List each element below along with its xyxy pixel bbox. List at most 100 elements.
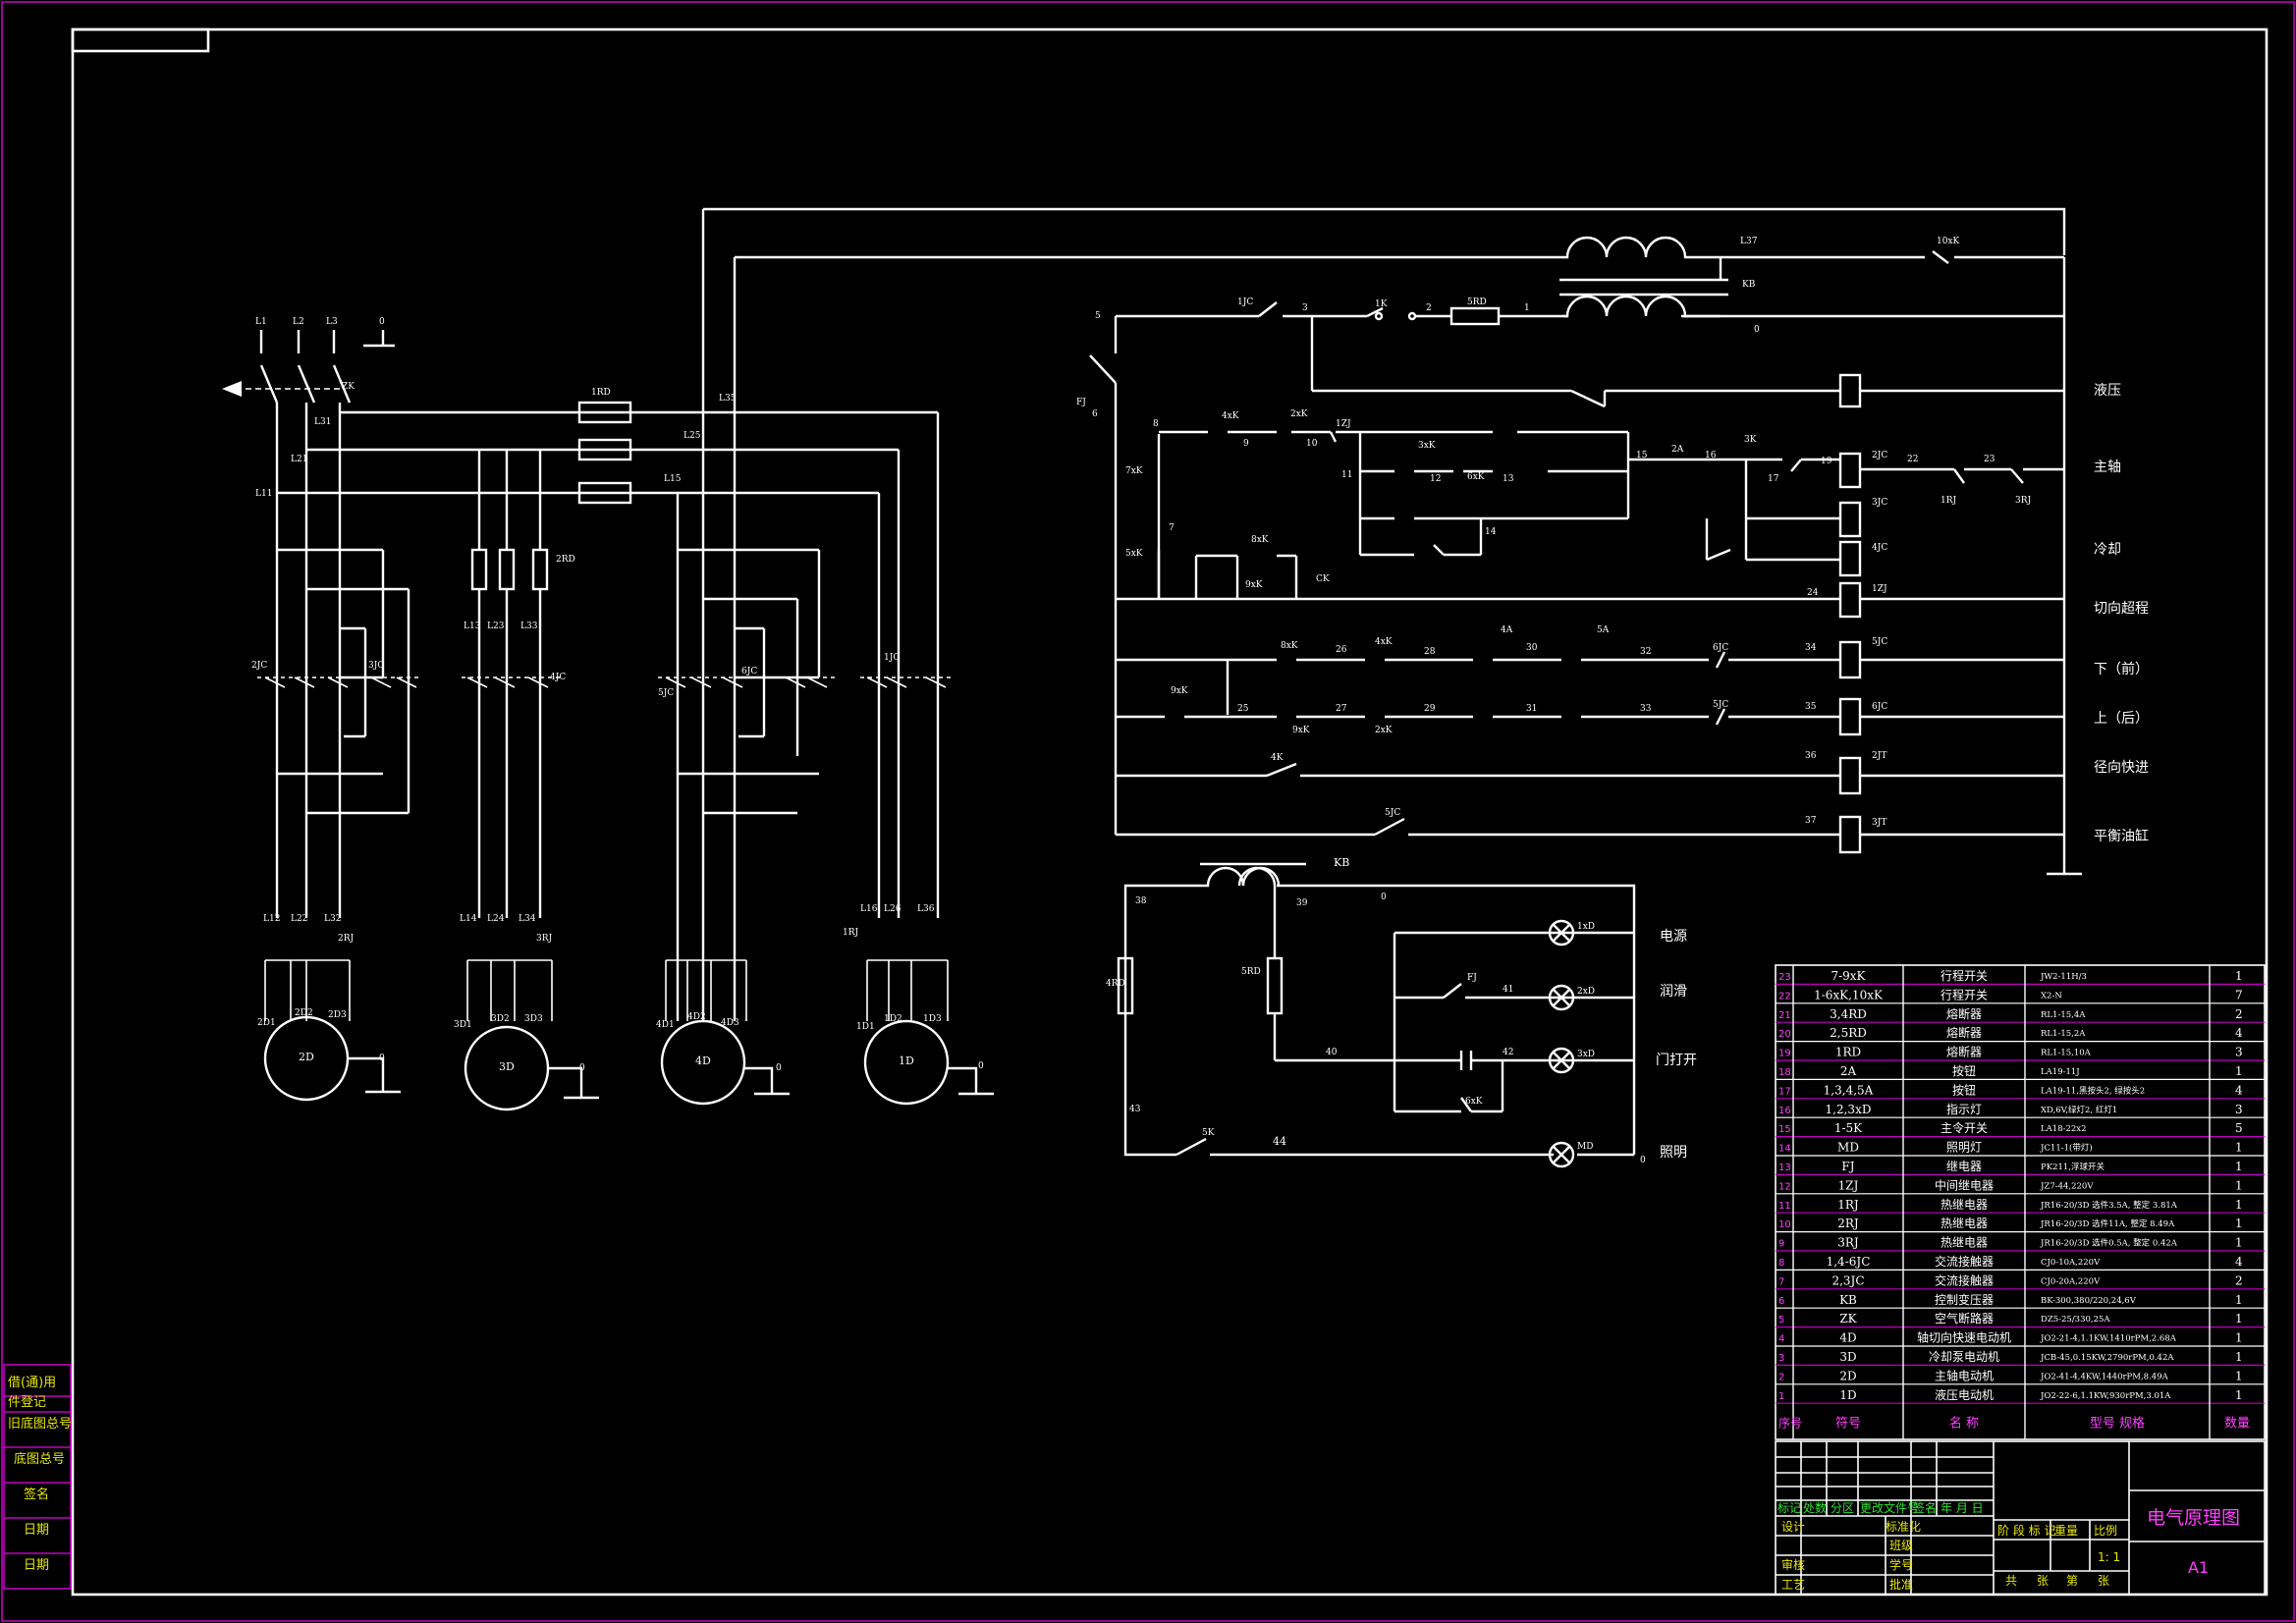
bom-row-model: JR16-20/3D 选件0.5A, 整定 0.42A bbox=[2040, 1238, 2178, 1249]
tb-count: 处数 bbox=[1803, 1500, 1827, 1515]
node-3rj: 3RJ bbox=[2015, 496, 2032, 506]
node-31: 31 bbox=[1526, 704, 1537, 714]
bom-row-name: 空气断路器 bbox=[1935, 1311, 1994, 1325]
bom-row-qty: 4 bbox=[2235, 1026, 2243, 1040]
bom-row-name: 照明灯 bbox=[1946, 1141, 1982, 1155]
ctrl-10xk: 10xK bbox=[1937, 237, 1960, 246]
bom-row-model: RL1-15,2A bbox=[2041, 1029, 2086, 1039]
feed-l22: L22 bbox=[291, 914, 307, 924]
node-2xk: 2xK bbox=[1290, 409, 1308, 419]
contactor-5jc: 5JC bbox=[658, 688, 674, 698]
bus-l31: L31 bbox=[314, 417, 331, 427]
node-36: 36 bbox=[1805, 751, 1817, 761]
side-stamp: 借(通)用 件登记 旧底图总号 底图总号 签名 日期 日期 bbox=[3, 1364, 72, 1590]
feed-l14: L14 bbox=[460, 914, 477, 924]
node-11: 11 bbox=[1341, 470, 1352, 480]
bom-row-no: 7 bbox=[1778, 1276, 1784, 1287]
stamp-date-1: 日期 bbox=[24, 1523, 49, 1538]
ctrl-1jc: 1JC bbox=[1237, 298, 1253, 307]
bom-row-model: JCB-45,0.15KW,2790rPM,0.42A bbox=[2040, 1353, 2174, 1363]
bom-row-symbol: ZK bbox=[1839, 1312, 1857, 1325]
node-7: 7 bbox=[1169, 523, 1175, 533]
bom-row-qty: 4 bbox=[2235, 1083, 2243, 1097]
light-illumination: 照明 bbox=[1660, 1145, 1687, 1161]
bom-row-qty: 1 bbox=[2235, 1293, 2243, 1307]
rung-coolant: 冷却 bbox=[2094, 542, 2121, 558]
bom-row-name: 交流接触器 bbox=[1935, 1272, 1994, 1287]
node-19: 19 bbox=[1821, 457, 1832, 466]
label-3jc: 3JC bbox=[1872, 498, 1887, 508]
stamp-master: 底图总号 bbox=[14, 1451, 65, 1467]
bom-row-model: JC11-1(带灯) bbox=[2040, 1143, 2093, 1154]
bom-row-symbol: 1ZJ bbox=[1838, 1178, 1859, 1192]
ctrl-n2: 2 bbox=[1426, 303, 1432, 313]
bom-row-no: 12 bbox=[1778, 1181, 1791, 1192]
rung-overtravel: 切向超程 bbox=[2094, 601, 2149, 617]
stamp-date-2: 日期 bbox=[24, 1558, 49, 1573]
bom-row-no: 22 bbox=[1778, 991, 1791, 1001]
bom-row-symbol: 2D bbox=[1839, 1369, 1856, 1382]
bom-row-symbol: 1,3,4,5A bbox=[1824, 1083, 1874, 1097]
bom-row-no: 13 bbox=[1778, 1163, 1791, 1173]
contactor-3jc: 3JC bbox=[368, 661, 384, 671]
corner-stamp-box bbox=[71, 27, 210, 53]
bom-header-name: 名 称 bbox=[1949, 1416, 1979, 1432]
tb-design: 设计 bbox=[1781, 1520, 1805, 1534]
feed-l32: L32 bbox=[324, 914, 341, 924]
terminal-1d1: 1D1 bbox=[856, 1022, 875, 1032]
bus-l21: L21 bbox=[291, 455, 307, 464]
relay-3rj: 3RJ bbox=[536, 934, 553, 944]
node-4a: 4A bbox=[1501, 625, 1513, 635]
terminal-3d2: 3D2 bbox=[491, 1014, 510, 1024]
bom-row-symbol: 4D bbox=[1839, 1331, 1856, 1345]
feed-l12: L12 bbox=[263, 914, 280, 924]
bom-row-qty: 5 bbox=[2235, 1121, 2243, 1135]
light-5k: 5K bbox=[1202, 1128, 1215, 1138]
tb-sheets: 张 bbox=[2037, 1574, 2049, 1588]
terminal-1d3: 1D3 bbox=[923, 1014, 942, 1024]
tb-stage: 阶 段 标 记 bbox=[1997, 1523, 2055, 1538]
bom-row-name: 按钮 bbox=[1952, 1082, 1976, 1097]
node-15: 15 bbox=[1636, 451, 1648, 460]
rung-down: 下（前） bbox=[2094, 661, 2149, 677]
rung-radial-fast: 径向快进 bbox=[2094, 760, 2149, 776]
bom-row-qty: 1 bbox=[2235, 1217, 2243, 1230]
bom-row-symbol: MD bbox=[1837, 1141, 1859, 1155]
bom-row-symbol: 1-6xK,10xK bbox=[1814, 988, 1884, 1001]
bom-row-model: JO2-22-6,1.1KW,930rPM,3.01A bbox=[2040, 1391, 2171, 1401]
bus-l35: L35 bbox=[719, 394, 737, 404]
node-22: 22 bbox=[1907, 455, 1918, 464]
node-4xk-b: 4xK bbox=[1375, 637, 1393, 647]
ctrl-n3: 3 bbox=[1302, 303, 1308, 313]
contactor-6jc: 6JC bbox=[741, 667, 757, 676]
bom-row-symbol: 1-5K bbox=[1834, 1121, 1863, 1135]
tb-mark: 标记 bbox=[1777, 1501, 1801, 1515]
bom-row-symbol: 1RD bbox=[1835, 1046, 1861, 1059]
node-13: 13 bbox=[1503, 474, 1514, 484]
supply-0: 0 bbox=[379, 317, 385, 327]
motor-1d-label: 1D bbox=[899, 1055, 914, 1067]
bom-row-symbol: 1D bbox=[1839, 1388, 1856, 1402]
bom-row-qty: 1 bbox=[2235, 1178, 2243, 1192]
node-8: 8 bbox=[1153, 419, 1159, 429]
label-2jc: 2JC bbox=[1872, 451, 1887, 460]
node-27: 27 bbox=[1336, 704, 1347, 714]
node-30: 30 bbox=[1526, 643, 1538, 653]
tb-signature: 签名 bbox=[1913, 1500, 1937, 1515]
lamp-3xd-label: 3xD bbox=[1577, 1050, 1595, 1059]
bom-header-qty: 数量 bbox=[2224, 1417, 2250, 1432]
bom-row-no: 3 bbox=[1778, 1353, 1784, 1364]
coil-3jt bbox=[1838, 815, 1862, 854]
ctrl-fj: FJ bbox=[1076, 398, 1086, 407]
bom-row-model: PK211,浮球开关 bbox=[2041, 1162, 2105, 1172]
feed-l36: L36 bbox=[917, 904, 935, 914]
terminal-4d2: 4D2 bbox=[687, 1012, 706, 1022]
tb-change-doc: 更改文件号 bbox=[1860, 1500, 1919, 1515]
terminal-2d3: 2D3 bbox=[328, 1010, 347, 1020]
coil-6jc bbox=[1838, 697, 1862, 736]
bom-row-qty: 1 bbox=[2235, 1331, 2243, 1345]
light-n40: 40 bbox=[1326, 1048, 1338, 1057]
terminal-3d3: 3D3 bbox=[524, 1014, 543, 1024]
